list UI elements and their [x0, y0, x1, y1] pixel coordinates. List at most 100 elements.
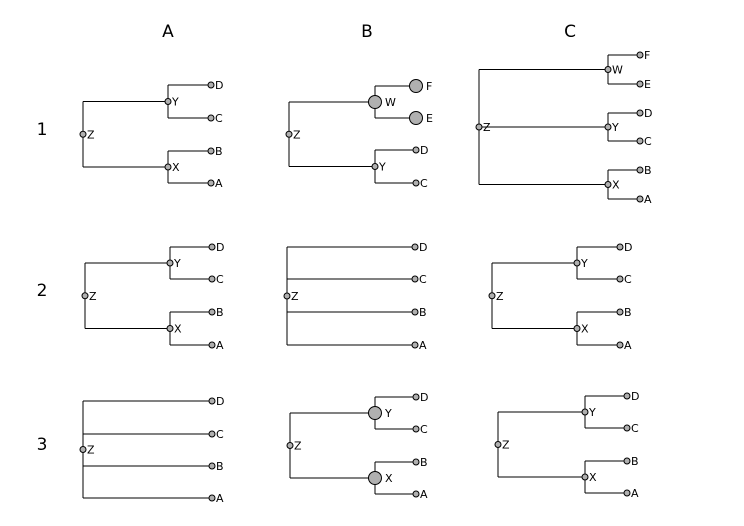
tree-2c-node-d-label: D: [624, 241, 632, 254]
tree-2c-node-b-label: B: [624, 306, 632, 319]
tree-2b-node-c: [411, 275, 419, 283]
tree-1c-node-d-label: D: [644, 107, 652, 120]
tree-2c-node-x-label: X: [581, 323, 589, 336]
column-header-c: C: [564, 22, 576, 42]
tree-1c-node-x: [604, 181, 612, 188]
tree-3c-node-x-label: X: [589, 471, 597, 484]
tree-1b-node-c: [412, 179, 420, 187]
tree-3a-node-z: [79, 446, 87, 453]
tree-1a-node-a: [207, 179, 215, 187]
tree-3b-node-b-label: B: [420, 456, 428, 469]
tree-3b-node-d: [412, 393, 420, 401]
tree-2a-node-d: [208, 243, 216, 251]
tree-2b-node-a: [411, 341, 419, 349]
tree-1c-node-b: [636, 166, 644, 174]
tree-3c-node-a-label: A: [631, 487, 639, 500]
tree-1c-node-a: [636, 195, 644, 203]
tree-3a-node-c-label: C: [216, 428, 224, 441]
tree-1c-node-x-label: X: [612, 179, 620, 192]
tree-3b-node-c-label: C: [420, 423, 428, 436]
tree-2c-node-y: [573, 259, 581, 267]
tree-1b-node-e: [409, 111, 423, 125]
tree-1b-node-c-label: C: [420, 177, 428, 190]
tree-2a-node-c-label: C: [216, 273, 224, 286]
tree-2c-node-y-label: Y: [580, 257, 588, 270]
tree-2b-node-a-label: A: [419, 339, 427, 352]
tree-1a-node-d-label: D: [215, 79, 223, 92]
tree-1a-node-z-label: Z: [87, 128, 95, 141]
tree-2a-node-d-label: D: [216, 241, 224, 254]
tree-3c-node-c-label: C: [631, 422, 639, 435]
tree-2a-node-z: [81, 292, 89, 300]
tree-1b-node-z: [285, 130, 293, 138]
tree-1c-node-e-label: E: [644, 78, 651, 91]
column-header-a: A: [162, 22, 174, 42]
tree-1b-node-y-label: Y: [378, 161, 386, 174]
tree-1b-node-w: [368, 95, 382, 109]
tree-3a-node-a-label: A: [216, 492, 224, 505]
tree-2c-node-b: [616, 308, 624, 316]
tree-3c-node-y: [581, 408, 589, 416]
tree-3b-node-b: [412, 458, 420, 466]
tree-2a-node-y: [166, 259, 174, 267]
tree-2a-node-b: [208, 308, 216, 316]
tree-1b-node-f: [409, 79, 423, 93]
tree-3b-node-y-label: Y: [384, 407, 392, 420]
tree-1b-node-f-label: F: [426, 80, 432, 93]
row-header-2: 2: [37, 281, 48, 301]
tree-3c-node-z: [494, 441, 502, 448]
tree-3c-node-b-label: B: [631, 455, 639, 468]
tree-2c-node-z-label: Z: [496, 290, 504, 303]
tree-2b-node-d-label: D: [419, 241, 427, 254]
tree-3c-node-z-label: Z: [502, 439, 510, 452]
tree-1c-node-z-label: Z: [483, 121, 491, 134]
tree-3b-node-c: [412, 425, 420, 433]
tree-2c-node-c-label: C: [624, 273, 632, 286]
tree-1a-node-z: [79, 130, 87, 138]
tree-2c-node-d: [616, 243, 624, 251]
tree-1b-node-w-label: W: [385, 96, 396, 109]
tree-1c-node-c: [636, 137, 644, 145]
tree-2c-node-c: [616, 275, 624, 283]
tree-2a-node-x: [166, 325, 174, 332]
tree-2a-node-c: [208, 275, 216, 283]
tree-3a-node-c: [208, 430, 216, 438]
tree-2b-node-b: [411, 308, 419, 316]
tree-1a-node-d: [207, 81, 215, 89]
tree-3a-node-a: [208, 494, 216, 502]
tree-3c-node-b: [623, 457, 631, 465]
tree-1b-node-d: [412, 146, 420, 154]
tree-1c-node-y-label: Y: [611, 121, 619, 134]
tree-1c-node-w-label: W: [612, 64, 623, 77]
tree-1c-node-b-label: B: [644, 164, 652, 177]
tree-2a-node-a: [208, 341, 216, 349]
tree-3b-node-a: [412, 490, 420, 498]
tree-3a-node-b-label: B: [216, 460, 224, 473]
tree-1a-node-b: [207, 147, 215, 155]
row-header-1: 1: [37, 120, 48, 140]
tree-1c-node-a-label: A: [644, 193, 652, 206]
tree-3b-node-z-label: Z: [294, 440, 302, 453]
tree-3c-node-c: [623, 424, 631, 432]
tree-1a-node-c: [207, 114, 215, 122]
tree-3b-node-d-label: D: [420, 391, 428, 404]
tree-2a-node-a-label: A: [216, 339, 224, 352]
tree-2b-node-c-label: C: [419, 273, 427, 286]
tree-3b-node-x: [368, 471, 382, 485]
tree-1c-node-d: [636, 109, 644, 117]
column-header-b: B: [361, 22, 373, 42]
tree-2a-node-y-label: Y: [173, 257, 181, 270]
tree-2a-node-z-label: Z: [89, 290, 97, 303]
tree-3c-node-a: [623, 489, 631, 497]
tree-1a-node-y-label: Y: [171, 96, 179, 109]
tree-3a-node-z-label: Z: [87, 444, 95, 457]
tree-1c-node-f-label: F: [644, 49, 650, 62]
tree-1b-node-y: [371, 163, 379, 170]
